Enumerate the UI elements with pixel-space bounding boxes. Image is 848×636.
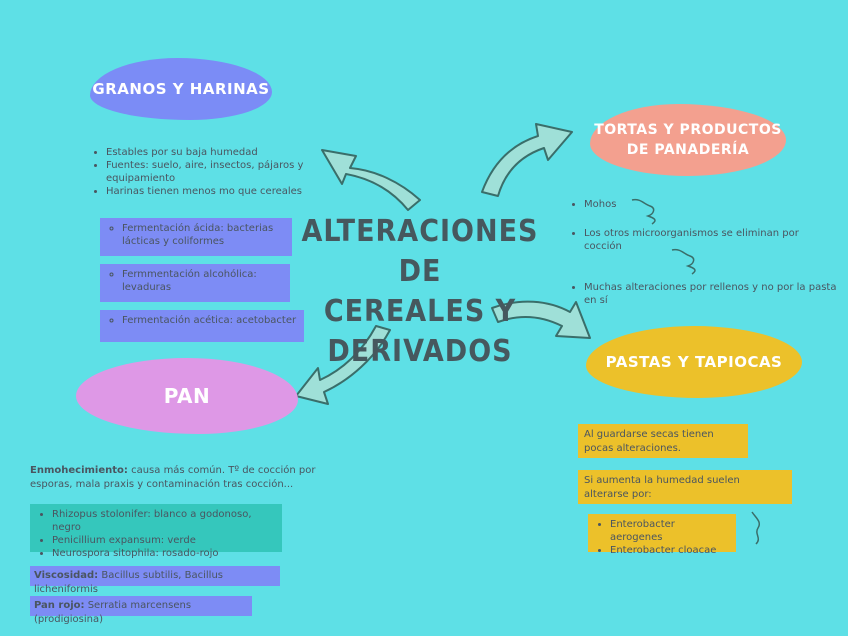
list-item: Los otros microorganismos se eliminan po… <box>584 227 838 253</box>
granos-sub-box-2: Fermmentación alcohólica: levaduras <box>100 264 290 302</box>
pastas-box-3: Enterobacter aerogenes Enterobacter cloa… <box>588 514 736 556</box>
center-title-line: DERIVADOS <box>327 334 513 369</box>
pastas-title-blob: PASTAS Y TAPIOCAS <box>586 326 802 398</box>
squiggle-mark <box>631 198 656 225</box>
arrow-to-granos <box>321 149 421 211</box>
tortas-bullets: Mohos Los otros microorganismos se elimi… <box>568 198 838 307</box>
enmohecimiento-text: causa más común. Tº de cocción por espor… <box>30 465 316 490</box>
list-item: Muchas alteraciones por rellenos y no po… <box>584 281 838 307</box>
list-item: Fermentación acética: acetobacter <box>122 314 298 327</box>
tortas-title-line: DE PANADERÍA <box>626 142 750 158</box>
list-item: Neurospora sitophila: rosado-rojo <box>52 547 276 560</box>
list-item: Fermentación ácida: bacterias lácticas y… <box>122 222 286 248</box>
tortas-title-blob: TORTAS Y PRODUCTOS DE PANADERÍA <box>590 104 786 176</box>
pan-rojo-label: Pan rojo: <box>34 600 85 611</box>
list-item: Rhizopus stolonifer: blanco a godonoso, … <box>52 508 276 534</box>
pan-rojo-box: Pan rojo: Serratia marcensens (prodigios… <box>30 596 252 625</box>
pastas-box-2: Si aumenta la humedad suelen alterarse p… <box>578 470 792 504</box>
enmohecimiento-label: Enmohecimiento: <box>30 465 128 476</box>
granos-title-blob: GRANOS Y HARINAS <box>90 58 272 120</box>
list-item: Enterobacter cloacae <box>610 544 730 557</box>
center-title-line: CEREALES Y <box>323 294 517 329</box>
pan-rojo-text: Serratia marcensens (prodigiosina) <box>34 600 192 625</box>
list-item: Enterobacter aerogenes <box>610 518 730 544</box>
viscosidad-text: Bacillus subtilis, Bacillus licheniformi… <box>34 570 224 595</box>
granos-sub-box-1: Fermentación ácida: bacterias lácticas y… <box>100 218 292 256</box>
center-title: ALTERACIONES DE CEREALES Y DERIVADOS <box>300 212 540 372</box>
pan-species-box: Rhizopus stolonifer: blanco a godonoso, … <box>30 504 282 559</box>
arrow-to-pastas <box>491 300 591 339</box>
viscosidad-label: Viscosidad: <box>34 570 99 581</box>
tortas-title-line: TORTAS Y PRODUCTOS <box>594 122 782 138</box>
pan-title-blob: PAN <box>76 358 298 434</box>
list-item: Fuentes: suelo, aire, insectos, pájaros … <box>106 159 306 185</box>
pastas-box-1-text: Al guardarse secas tienen pocas alteraci… <box>584 429 714 454</box>
granos-title: GRANOS Y HARINAS <box>92 80 270 98</box>
list-item: Mohos <box>584 198 838 211</box>
granos-sub-box-3: Fermentación acética: acetobacter <box>100 310 304 342</box>
arrow-to-tortas <box>481 123 573 197</box>
pastas-box-2-text: Si aumenta la humedad suelen alterarse p… <box>584 475 740 500</box>
list-item: Penicillium expansum: verde <box>52 534 276 547</box>
pastas-box-1: Al guardarse secas tienen pocas alteraci… <box>578 424 748 458</box>
center-title-line: ALTERACIONES DE <box>301 214 539 289</box>
list-item: Fermmentación alcohólica: levaduras <box>122 268 284 294</box>
squiggle-mark <box>671 248 696 275</box>
pan-viscosidad-box: Viscosidad: Bacillus subtilis, Bacillus … <box>30 566 280 595</box>
list-item: Harinas tienen menos mo que cereales <box>106 185 306 198</box>
pastas-title: PASTAS Y TAPIOCAS <box>605 353 783 371</box>
pan-title: PAN <box>163 384 211 408</box>
granos-bullets: Estables por su baja humedad Fuentes: su… <box>90 146 306 198</box>
squiggle-mark <box>751 511 761 545</box>
pan-enmohecimiento: Enmohecimiento: causa más común. Tº de c… <box>30 464 320 492</box>
list-item: Estables por su baja humedad <box>106 146 306 159</box>
